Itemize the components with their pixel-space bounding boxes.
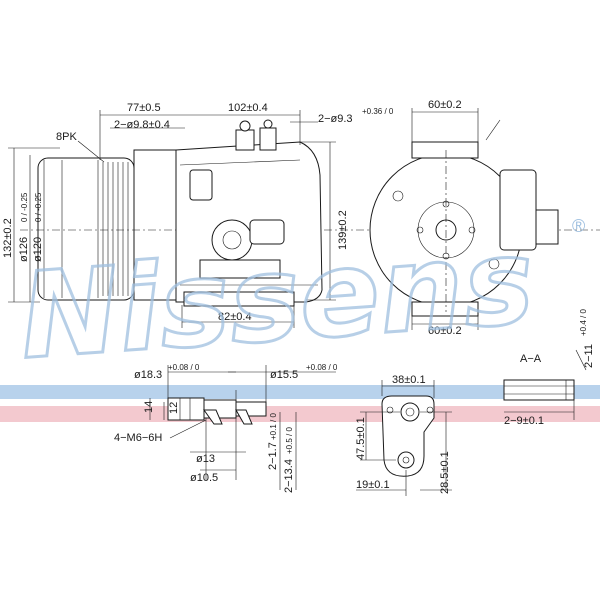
front-view bbox=[8, 140, 600, 303]
front-dia-outer: ø126 bbox=[18, 237, 30, 262]
fitting-dia-13: ø13 bbox=[196, 453, 215, 465]
flange-width: 38±0.1 bbox=[392, 374, 426, 386]
end-bottom-dim: 60±0.2 bbox=[428, 325, 462, 337]
flange-right: 28.5±0.1 bbox=[439, 451, 451, 494]
fitting-dia-left: ø18.3 bbox=[134, 369, 162, 381]
mount-bottom bbox=[183, 291, 295, 307]
fitting-dia-right: ø15.5 bbox=[270, 369, 298, 381]
discharge-port bbox=[259, 127, 277, 151]
section-top-dim: 2−11 bbox=[583, 344, 595, 368]
flange-detail bbox=[356, 380, 452, 496]
section-top-tol: +0.4 / 0 bbox=[579, 309, 588, 336]
front-height-dim: 132±0.2 bbox=[2, 218, 14, 258]
end-top-dim: 60±0.2 bbox=[428, 99, 462, 111]
section-bottom-dim: 2−9±0.1 bbox=[504, 415, 544, 427]
fitting-depth-2: 2−13.4 bbox=[283, 459, 295, 493]
end-bracket-top bbox=[411, 141, 479, 159]
fitting-small-12: 12 bbox=[168, 402, 180, 414]
side-holes-right-tol: +0.36 / 0 bbox=[362, 107, 394, 116]
side-width-left: 77±0.5 bbox=[127, 102, 161, 114]
front-dia-inner-tol: 0 / -0.25 bbox=[34, 192, 43, 222]
section-body bbox=[503, 379, 575, 401]
fitting-detail bbox=[149, 365, 336, 490]
side-holes-left: 2−ø9.8±0.4 bbox=[114, 119, 170, 131]
pulley-grooves bbox=[102, 162, 129, 296]
section-label: A−A bbox=[520, 353, 542, 365]
fitting-thread: 4−M6−6H bbox=[114, 432, 162, 444]
control-valve bbox=[189, 169, 213, 201]
fitting-dia-10-5: ø10.5 bbox=[190, 472, 218, 484]
fitting-dia-right-tol: +0.08 / 0 bbox=[306, 363, 338, 372]
blue-band bbox=[0, 385, 600, 399]
fitting-depth-1-tol: +0.1 / 0 bbox=[269, 413, 278, 440]
flange-height: 47.5±0.1 bbox=[355, 417, 367, 460]
belt-label: 8PK bbox=[56, 131, 77, 143]
side-height: 139±0.2 bbox=[337, 210, 349, 250]
end-view bbox=[369, 108, 559, 330]
end-bracket-bottom bbox=[411, 301, 479, 317]
side-view bbox=[99, 110, 336, 328]
front-dia-outer-tol: 0 / -0.25 bbox=[20, 192, 29, 222]
suction-port bbox=[235, 129, 255, 151]
front-dia-inner: ø120 bbox=[32, 237, 44, 262]
fitting-depth-2-tol: +0.5 / 0 bbox=[285, 427, 294, 454]
section-aa bbox=[503, 349, 587, 420]
fitting-depth-1: 2−1.7 bbox=[267, 442, 279, 470]
side-width-right: 102±0.4 bbox=[228, 102, 268, 114]
registered-mark: ® bbox=[572, 216, 585, 236]
fitting-dia-left-tol: +0.08 / 0 bbox=[168, 363, 200, 372]
flange-bottom: 19±0.1 bbox=[356, 479, 390, 491]
compressor-body-front bbox=[133, 149, 177, 301]
fitting-small-14: 14 bbox=[143, 401, 155, 413]
flange-body bbox=[381, 395, 435, 477]
side-bottom: 82±0.4 bbox=[218, 311, 252, 323]
side-holes-right: 2−ø9.3 bbox=[318, 113, 353, 125]
